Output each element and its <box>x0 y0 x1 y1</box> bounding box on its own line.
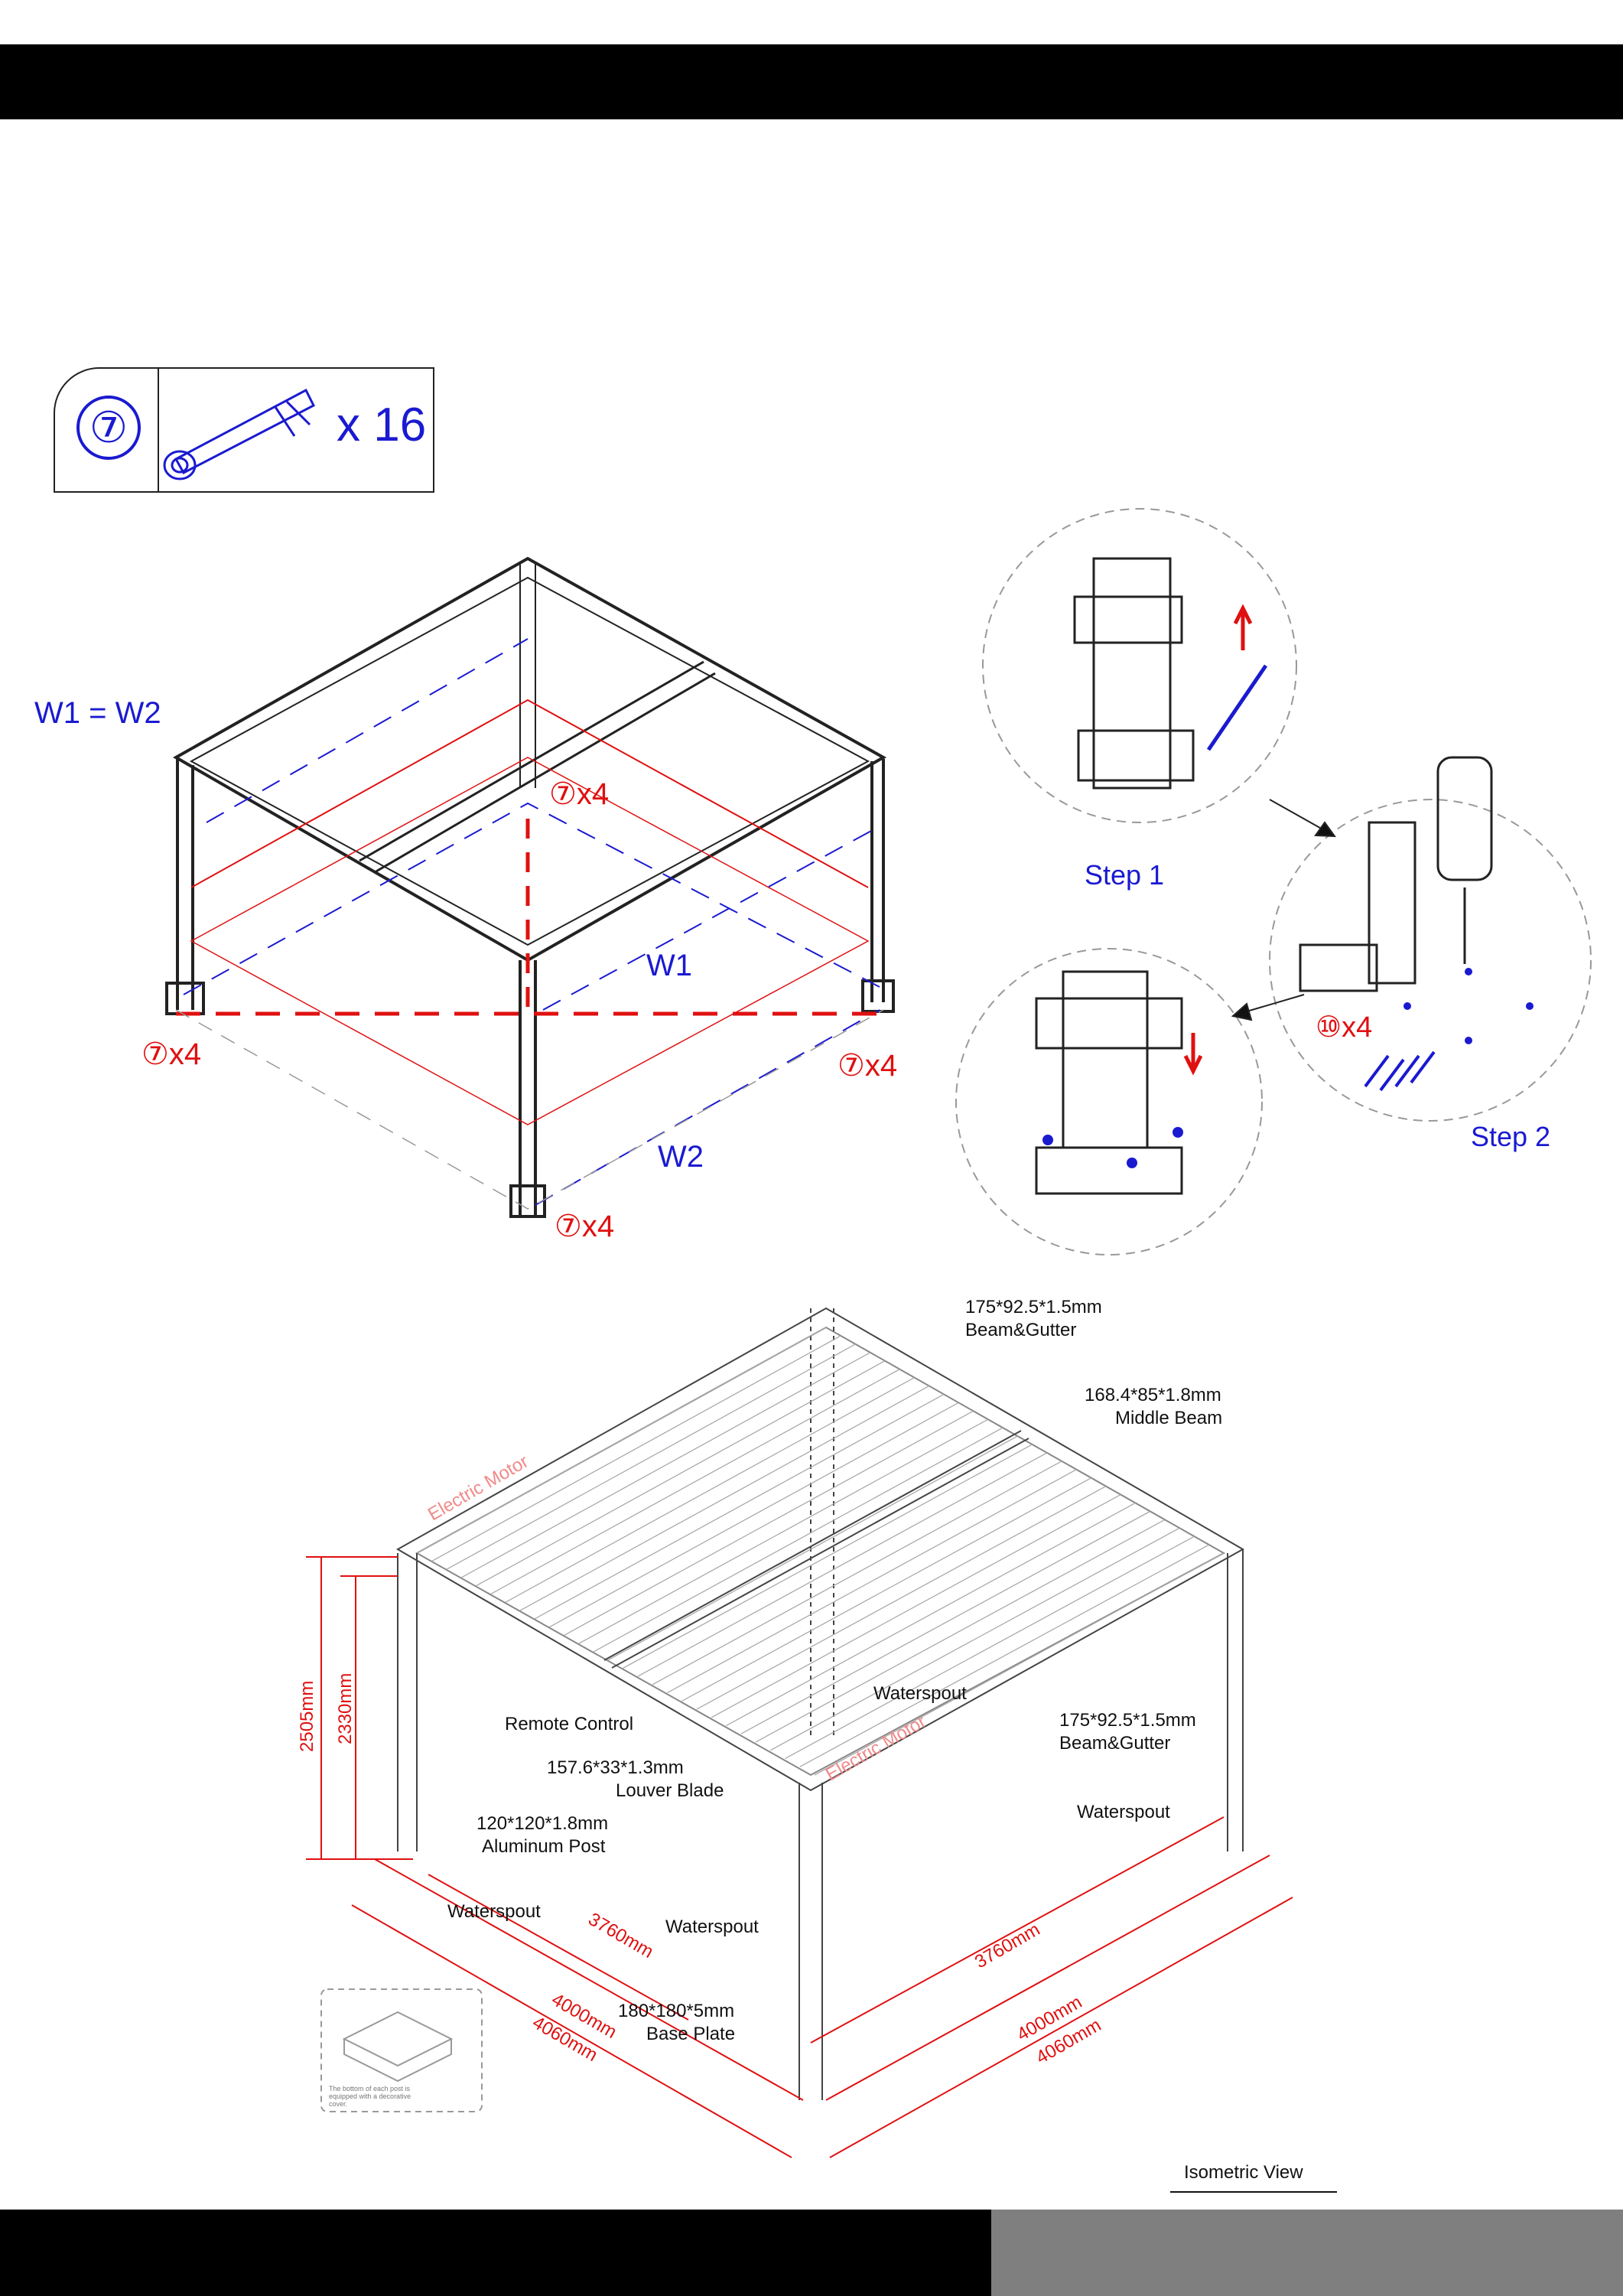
part-number-badge: ⑦ <box>76 396 141 460</box>
middle-beam-dim: 168.4*85*1.8mm <box>1085 1385 1221 1405</box>
waterspout-center-label: Waterspout <box>873 1683 967 1704</box>
height-outer-label: 2505mm <box>297 1680 317 1752</box>
louver-blade <box>446 1343 856 1571</box>
isometric-dimensions <box>306 1556 1293 2158</box>
louver-blade <box>769 1527 1180 1751</box>
detail-circles <box>955 508 1592 1255</box>
anchor-callout: ⑦x4 <box>838 1049 898 1083</box>
louver-blade <box>608 1435 1018 1661</box>
aluminum-post-dim: 120*120*1.8mm <box>476 1813 609 1834</box>
louver-blade <box>534 1393 945 1620</box>
waterspout-right-label: Waterspout <box>1077 1802 1170 1822</box>
louver-blade <box>740 1510 1151 1734</box>
louver-blade <box>681 1477 1091 1702</box>
louver-blade-dim: 157.6*33*1.3mm <box>547 1757 684 1778</box>
louver-blade <box>755 1519 1166 1743</box>
view-title: Isometric View <box>1184 2162 1303 2183</box>
screw-callout: ⑩x4 <box>1316 1011 1373 1044</box>
louver-blade <box>652 1461 1062 1685</box>
base-plate-name: Base Plate <box>646 2024 736 2044</box>
expansion-bolt-icon <box>163 388 316 480</box>
step-1-label: Step 1 <box>1085 859 1165 891</box>
inset-note: The bottom of each post is equipped with… <box>329 2085 411 2108</box>
louver-blade <box>726 1502 1136 1727</box>
louver-blade-name: Louver Blade <box>616 1780 724 1801</box>
post-detail-step2 <box>1299 756 1534 1092</box>
footer-bar <box>0 2210 991 2296</box>
remote-control-label: Remote Control <box>505 1714 634 1734</box>
parts-list-box <box>54 367 434 493</box>
louver-blade <box>637 1452 1048 1677</box>
louver-blade <box>549 1402 959 1628</box>
louver-blade <box>416 1327 827 1554</box>
waterspout-left-label: Waterspout <box>447 1901 541 1922</box>
width-w2-label: W2 <box>658 1140 704 1174</box>
post-detail-step1 <box>1073 557 1268 790</box>
pergola-frame <box>165 556 895 1218</box>
louver-blade <box>593 1427 1003 1653</box>
louver-blade <box>696 1486 1107 1710</box>
louver-blade <box>564 1410 974 1636</box>
measurement-guides <box>175 638 884 1210</box>
louver-blade <box>667 1469 1077 1694</box>
middle-beam-name: Middle Beam <box>1115 1408 1223 1428</box>
louver-blade <box>431 1335 841 1562</box>
part-quantity: x 16 <box>337 399 427 451</box>
louver-blade <box>711 1493 1121 1718</box>
louver-blade <box>578 1418 989 1644</box>
louver-blade <box>623 1444 1033 1669</box>
louver-blade <box>505 1376 915 1604</box>
louver-blade <box>814 1552 1225 1776</box>
flow-arrows <box>1231 799 1337 1021</box>
beam-gutter-top-name: Beam&Gutter <box>965 1320 1077 1340</box>
louver-blades <box>416 1327 1225 1776</box>
anchor-callout: ⑦x4 <box>555 1210 615 1243</box>
aluminum-post-name: Aluminum Post <box>482 1836 606 1857</box>
louver-blade <box>785 1536 1195 1760</box>
louver-blade <box>475 1360 886 1587</box>
parts-divider <box>158 369 159 491</box>
anchor-callout: ⑦x4 <box>549 777 610 811</box>
beam-gutter-top-dim: 175*92.5*1.5mm <box>965 1297 1102 1317</box>
width-w1-label: W1 <box>646 949 692 982</box>
louver-blade <box>519 1385 930 1611</box>
header-bar <box>0 44 1623 119</box>
louver-blade <box>490 1369 900 1595</box>
footer-gray-block <box>991 2210 1623 2296</box>
beam-gutter-right-name: Beam&Gutter <box>1059 1733 1171 1754</box>
louver-blade <box>799 1544 1210 1767</box>
height-inner-label: 2330mm <box>335 1672 356 1744</box>
post-detail-step3 <box>1035 970 1203 1195</box>
equal-width-note: W1 = W2 <box>34 696 161 730</box>
step-2-label: Step 2 <box>1471 1121 1551 1152</box>
beam-gutter-right-dim: 175*92.5*1.5mm <box>1059 1710 1196 1731</box>
base-plate-dim: 180*180*5mm <box>618 2001 735 2021</box>
inset-cover <box>320 1988 483 2112</box>
anchor-callout: ⑦x4 <box>141 1037 202 1071</box>
louver-blade <box>460 1352 871 1578</box>
waterspout-front-label: Waterspout <box>665 1917 759 1937</box>
